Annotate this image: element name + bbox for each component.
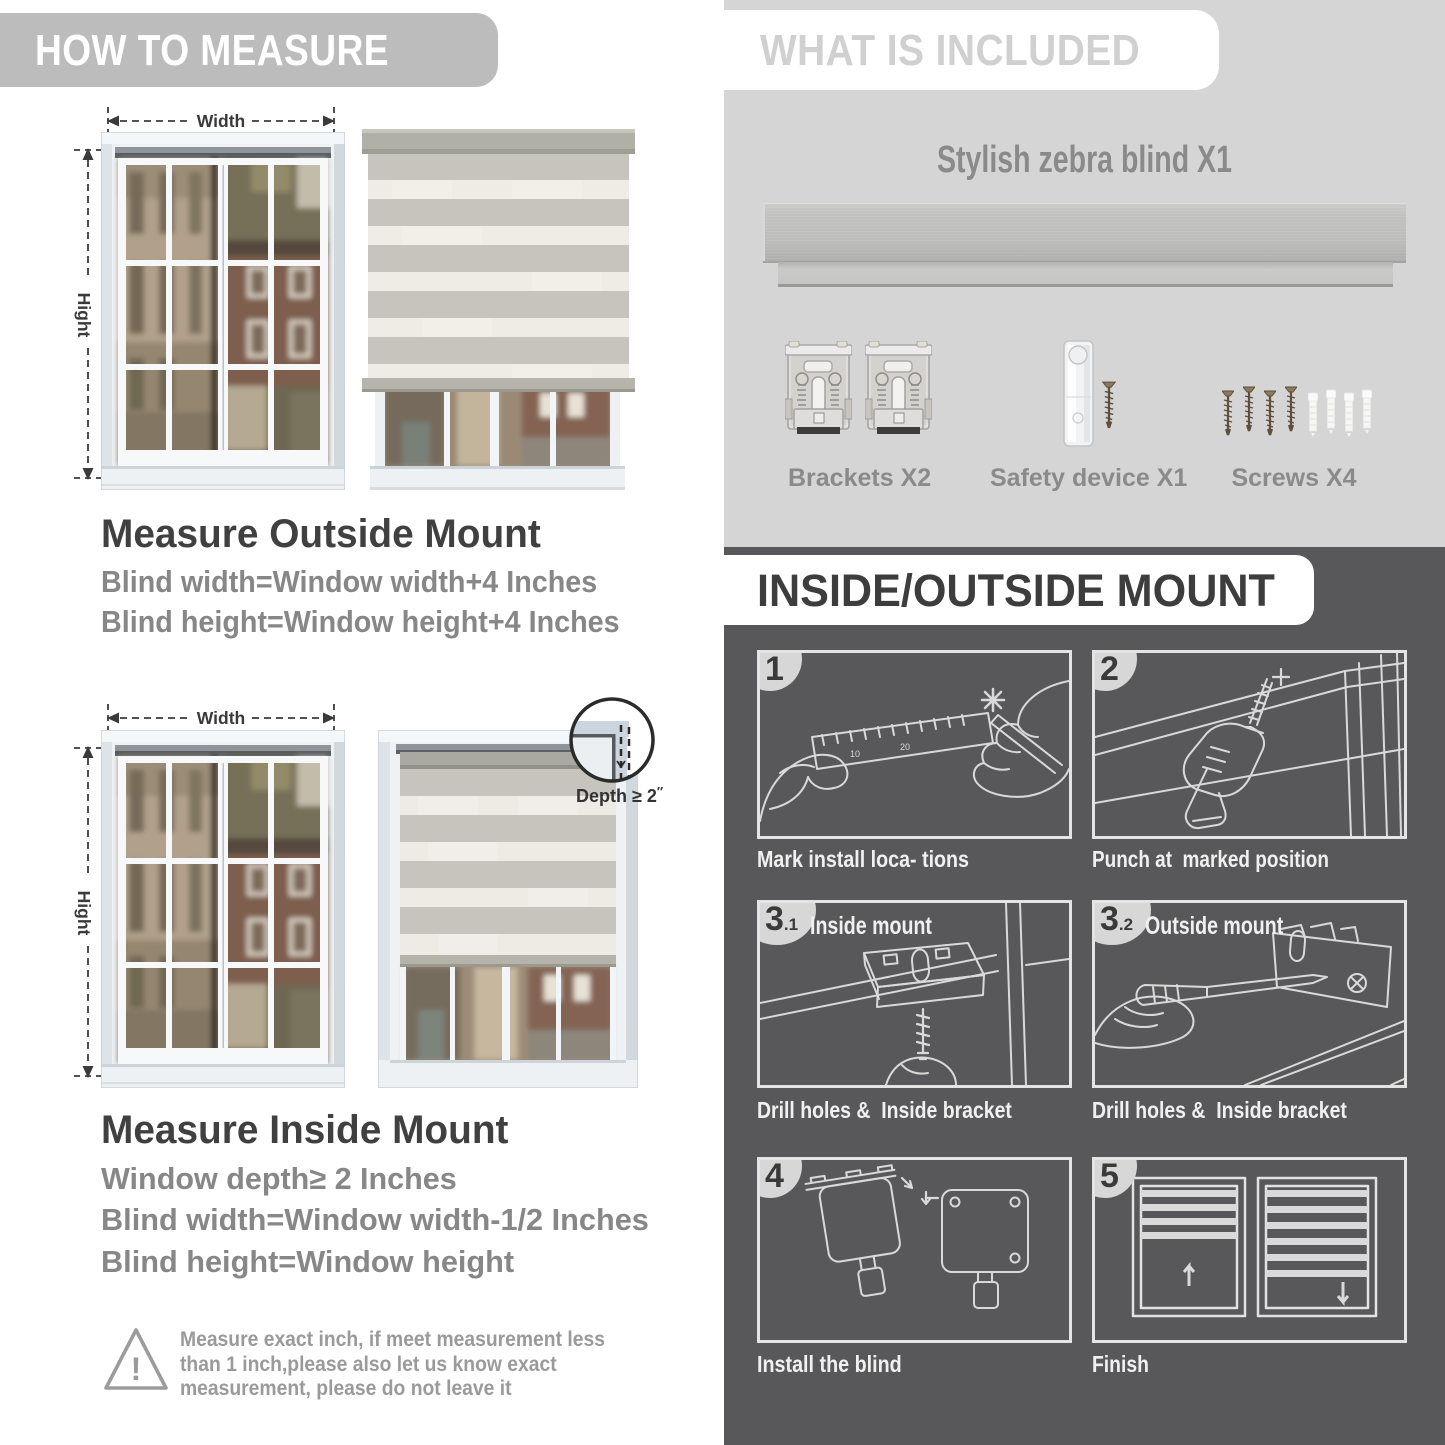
svg-text:Hight: Hight [74, 293, 94, 338]
svg-text:!: ! [131, 1351, 142, 1387]
svg-text:20: 20 [900, 742, 910, 752]
svg-text:Width: Width [197, 111, 245, 131]
svg-text:Hight: Hight [74, 891, 94, 936]
svg-text:Width: Width [197, 708, 245, 728]
svg-text:10: 10 [850, 749, 860, 759]
